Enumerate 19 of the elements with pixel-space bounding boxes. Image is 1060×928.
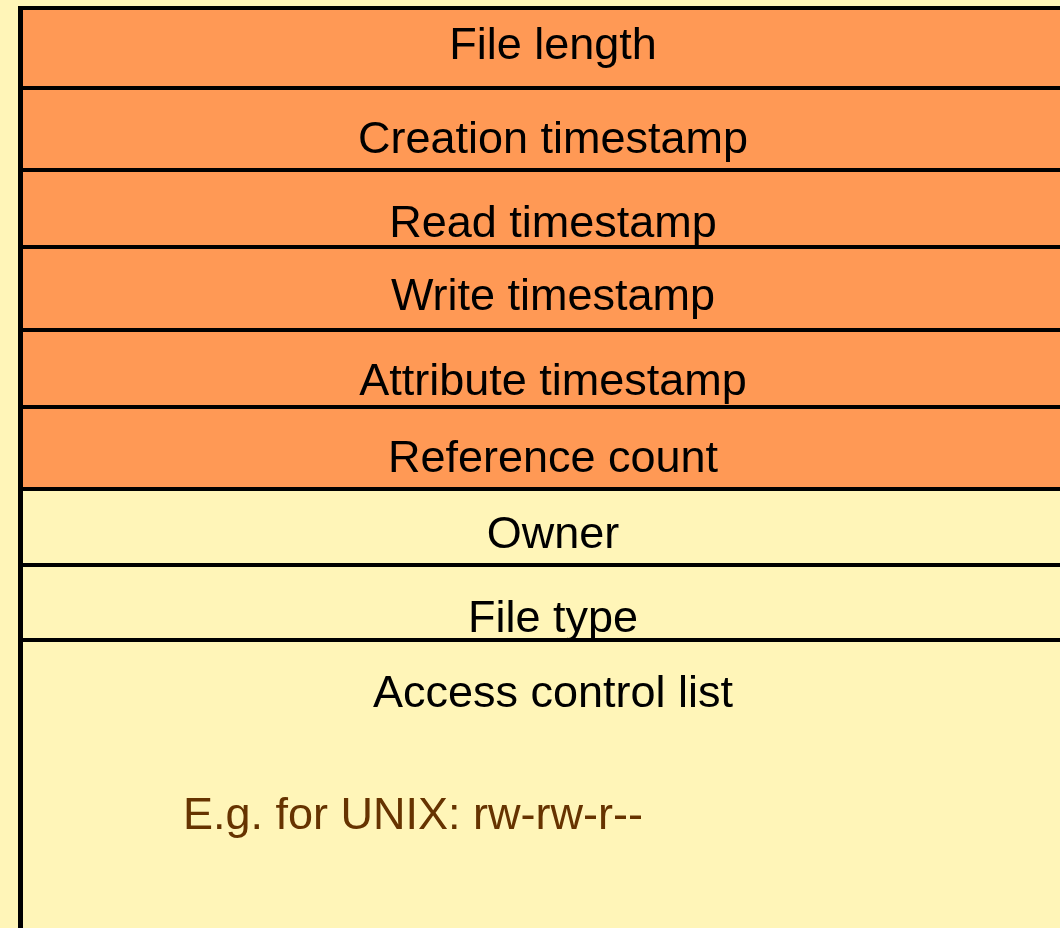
field-name: Write timestamp <box>389 269 717 321</box>
field-row <box>18 405 1060 487</box>
field-row <box>18 563 1060 638</box>
field-name: Creation timestamp <box>356 112 750 164</box>
example-text: E.g. for UNIX: rw-rw-r-- <box>183 788 643 840</box>
field-row <box>18 487 1060 563</box>
field-name: Reference count <box>386 431 720 483</box>
field-name: Owner <box>485 507 621 559</box>
field-row <box>18 328 1060 405</box>
field-name: File length <box>448 18 658 70</box>
field-row <box>18 168 1060 245</box>
field-row <box>18 6 1060 86</box>
field-name: File type <box>466 591 640 643</box>
field-name: Read timestamp <box>388 196 718 248</box>
field-row <box>18 638 1060 928</box>
field-name: Access control list <box>371 666 735 718</box>
field-row <box>18 245 1060 328</box>
field-row <box>18 86 1060 168</box>
field-name: Attribute timestamp <box>358 354 748 406</box>
